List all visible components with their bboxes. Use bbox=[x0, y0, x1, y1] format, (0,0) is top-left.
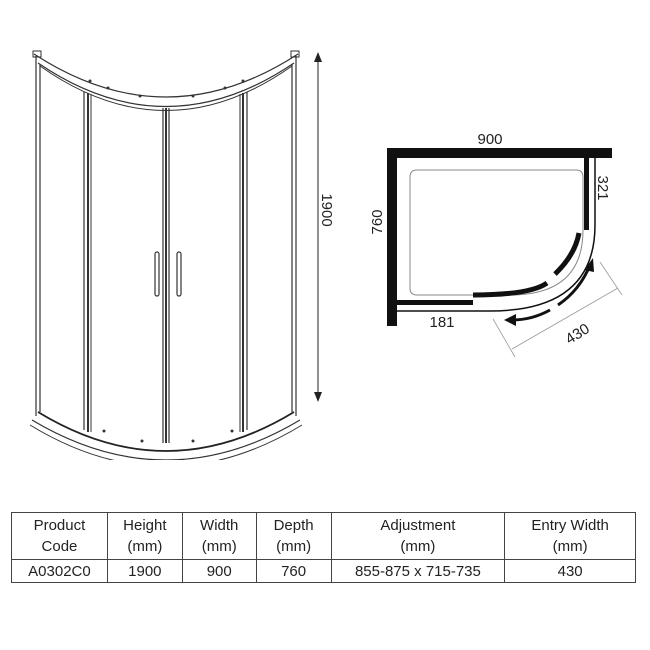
header-adjustment: Adjustment (mm) bbox=[330, 512, 506, 560]
cell-entry-width: 430 bbox=[504, 559, 636, 583]
plan-side-label: 181 bbox=[429, 314, 454, 331]
cell-height: 1900 bbox=[106, 559, 183, 583]
front-view-drawing: 1900 bbox=[29, 50, 335, 460]
header-line: Depth bbox=[273, 517, 314, 534]
header-line: (mm) bbox=[400, 538, 436, 555]
header-line: Product bbox=[33, 517, 86, 534]
header-width: Width (mm) bbox=[181, 512, 257, 560]
header-line: (mm) bbox=[127, 538, 163, 555]
header-entry-width: Entry Width (mm) bbox=[504, 512, 636, 560]
plan-width-label: 900 bbox=[477, 131, 502, 148]
cell-adjustment: 855-875 x 715-735 bbox=[330, 559, 506, 583]
header-line: (mm) bbox=[201, 538, 237, 555]
header-line: Adjustment bbox=[380, 517, 456, 534]
cell-product-code: A0302C0 bbox=[11, 559, 108, 583]
header-line: Width bbox=[200, 517, 239, 534]
header-line: Code bbox=[41, 538, 78, 555]
plan-view-drawing: 900 760 321 181 430 bbox=[369, 131, 623, 358]
height-dimension-label: 1900 bbox=[318, 193, 335, 226]
plan-entry-label: 430 bbox=[562, 320, 592, 348]
plan-return-label: 321 bbox=[594, 175, 611, 200]
cell-width: 900 bbox=[181, 559, 257, 583]
header-line: Height bbox=[123, 517, 167, 534]
table-row: A0302C0 1900 900 760 855-875 x 715-735 4… bbox=[11, 559, 636, 583]
header-line: (mm) bbox=[552, 538, 588, 555]
cell-depth: 760 bbox=[255, 559, 332, 583]
plan-depth-label: 760 bbox=[369, 209, 386, 234]
header-height: Height (mm) bbox=[106, 512, 183, 560]
header-line: Entry Width bbox=[531, 517, 609, 534]
header-line: (mm) bbox=[276, 538, 312, 555]
header-depth: Depth (mm) bbox=[255, 512, 332, 560]
